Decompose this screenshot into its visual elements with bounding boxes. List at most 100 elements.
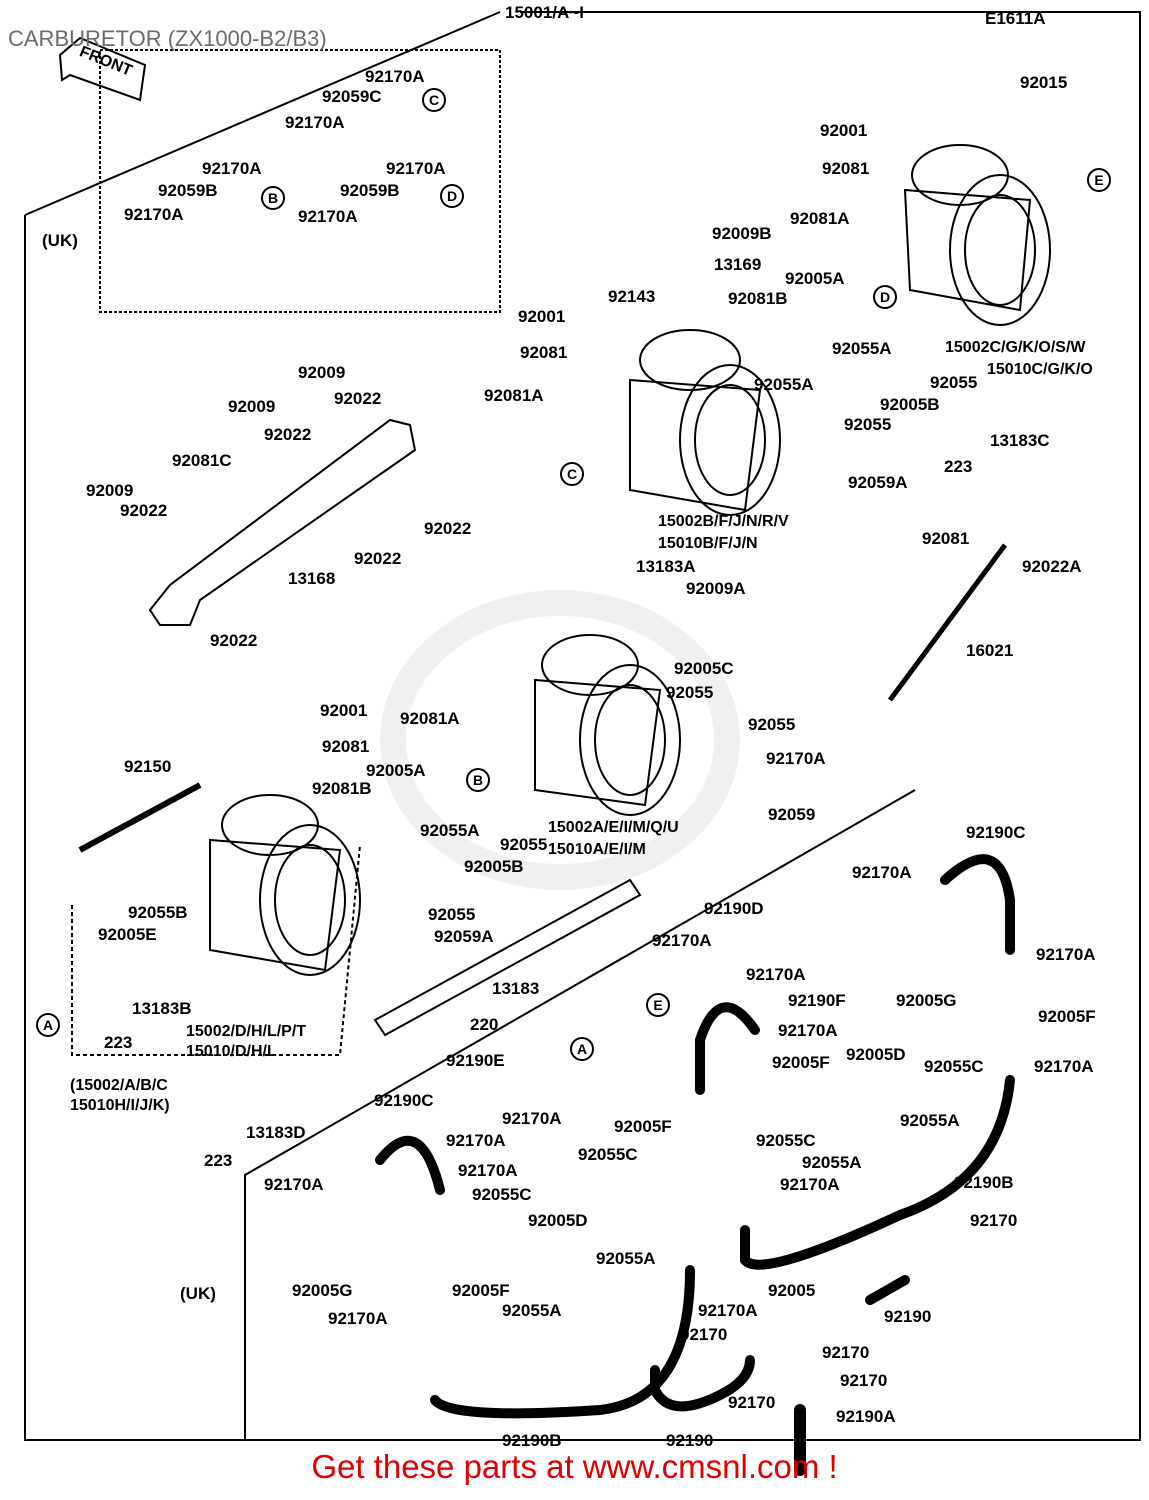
part-label: 92190D [704, 899, 764, 918]
part-label: 92009 [86, 481, 134, 500]
part-label: 92005F [1038, 1007, 1096, 1026]
part-label: 92005 [768, 1281, 816, 1300]
part-label: 92190F [788, 991, 846, 1010]
part-label: 92170A [124, 205, 184, 224]
part-label: 92190C [374, 1091, 434, 1110]
part-label: 92081C [172, 451, 232, 470]
assembly-frame-left [24, 215, 245, 1441]
part-label: 15010C/G/K/O [987, 361, 1093, 378]
part-label: 92005E [98, 925, 157, 944]
part-label: 92005G [896, 991, 957, 1010]
part-label: 92081B [312, 779, 372, 798]
marker-e-hose: E [646, 993, 670, 1017]
part-label: 92170A [698, 1301, 758, 1320]
part-label: 92005F [614, 1117, 672, 1136]
assembly-ref: 15001/A~I [505, 3, 584, 22]
part-label: 92190 [666, 1431, 714, 1450]
plate-13183 [373, 878, 642, 1037]
part-label: 92170A [746, 965, 806, 984]
part-label: 92059A [848, 473, 908, 492]
part-label: 92170A [386, 159, 446, 178]
part-label: 92059B [158, 181, 218, 200]
part-label: 92081A [400, 709, 460, 728]
part-label: 13183B [132, 999, 192, 1018]
part-label: 92055B [128, 903, 188, 922]
part-label: 92059A [434, 927, 494, 946]
part-label: 223 [944, 457, 973, 476]
part-label: 223 [104, 1033, 133, 1052]
part-label: 220 [470, 1015, 499, 1034]
diagram-code: E1611A [985, 9, 1046, 28]
part-label: 92190E [446, 1051, 505, 1070]
uk-box-top [99, 49, 501, 313]
part-label: (15002/A/B/C [70, 1077, 168, 1094]
part-label: 13183A [636, 557, 696, 576]
part-label: 92055C [756, 1131, 816, 1150]
part-label: 15002B/F/J/N/R/V [658, 513, 789, 530]
part-label: 92055A [754, 375, 814, 394]
part-label: 15002A/E/I/M/Q/U [548, 819, 679, 836]
part-label: 92001 [820, 121, 868, 140]
hose-92190-short [865, 1275, 910, 1305]
part-label: 92015 [1020, 73, 1068, 92]
part-label: 92081A [790, 209, 850, 228]
bracket-plate-13168 [148, 418, 417, 626]
shaft-92150 [78, 782, 202, 853]
marker-e-right: E [1087, 168, 1111, 192]
parts-link-cta[interactable]: Get these parts at www.cmsnl.com ! [311, 1448, 838, 1485]
part-label: 92170A [852, 863, 912, 882]
part-label: 92170A [780, 1175, 840, 1194]
part-label: 92009 [228, 397, 276, 416]
part-label: 92055A [802, 1153, 862, 1172]
part-label: 15010/D/H/L [186, 1043, 277, 1060]
marker-c-top: C [422, 88, 446, 112]
part-label: 92170A [458, 1161, 518, 1180]
marker-c-carb: C [560, 462, 584, 486]
part-label: 15002C/G/K/O/S/W [945, 339, 1086, 356]
part-label: 92022 [120, 501, 168, 520]
part-label: 92059C [322, 87, 382, 106]
part-label: 15010H/I/J/K) [70, 1097, 170, 1114]
part-label: 92170A [766, 749, 826, 768]
part-label: 92170A [202, 159, 262, 178]
part-label: 15010A/E/I/M [548, 841, 646, 858]
part-label: 92009A [686, 579, 746, 598]
part-label: 92055A [596, 1249, 656, 1268]
part-label: 92022 [334, 389, 382, 408]
part-label: 92170A [446, 1131, 506, 1150]
part-label: 92170 [840, 1371, 888, 1390]
part-label: 92005B [880, 395, 940, 414]
hose-92190 [650, 1355, 755, 1412]
hose-92190b-right [740, 1075, 1015, 1270]
marker-a-left: A [36, 1013, 60, 1037]
part-label: 15002/D/H/L/P/T [186, 1023, 307, 1040]
diagram-title: CARBURETOR (ZX1000-B2/B3) [8, 26, 327, 51]
marker-a-hose: A [570, 1037, 594, 1061]
part-label: 13183C [990, 431, 1050, 450]
part-label: 92170A [285, 113, 345, 132]
part-label: 92009B [712, 224, 772, 243]
part-label: 13169 [714, 255, 762, 274]
part-label: 13183 [492, 979, 540, 998]
part-label: 92055 [844, 415, 892, 434]
part-label: 92005D [846, 1045, 906, 1064]
marker-b-top: B [261, 186, 285, 210]
part-label: 92005G [292, 1281, 353, 1300]
part-label: 92081 [922, 529, 970, 548]
carburetor-body-2 [629, 329, 781, 516]
part-label: 92005A [785, 269, 845, 288]
part-label: 92170A [1034, 1057, 1094, 1076]
part-label: 92005F [772, 1053, 830, 1072]
hose-92190c-right [940, 854, 1015, 955]
part-label: 92055C [924, 1057, 984, 1076]
carburetor-body-1 [903, 144, 1051, 326]
carburetor-body-3 [534, 634, 681, 816]
part-label: 92170 [970, 1211, 1018, 1230]
marker-b-carb: B [466, 768, 490, 792]
part-label: 92055A [420, 821, 480, 840]
part-label: 15010B/F/J/N [658, 535, 758, 552]
part-label: 92143 [608, 287, 656, 306]
part-label: 92055 [666, 683, 714, 702]
